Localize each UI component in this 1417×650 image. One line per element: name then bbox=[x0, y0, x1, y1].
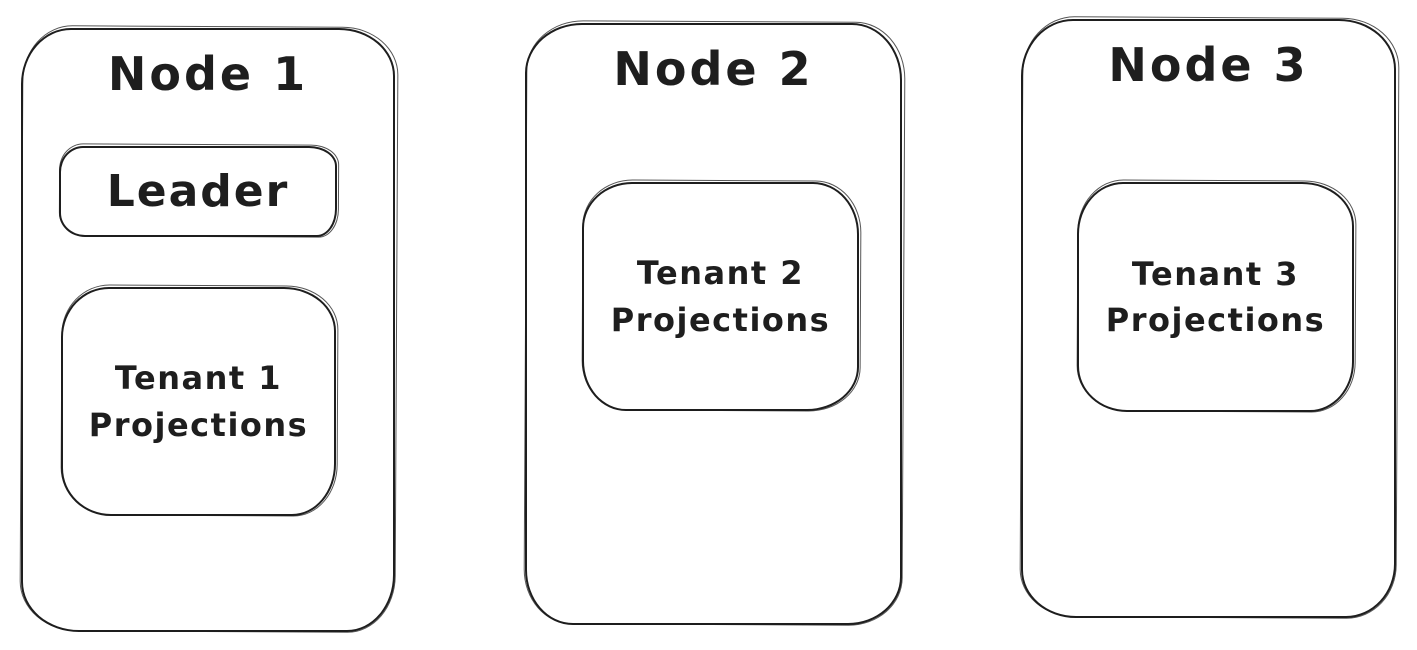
tenant-1-projections-label: Tenant 1 Projections bbox=[88, 359, 309, 444]
tenant-2-projections-label: Tenant 2 Projections bbox=[610, 254, 831, 339]
node-2-box: Node 2 Tenant 2 Projections bbox=[525, 23, 902, 625]
tenant-1-projections-box: Tenant 1 Projections bbox=[61, 287, 336, 516]
leader-label: Leader bbox=[106, 166, 290, 217]
node-3-title: Node 3 bbox=[1108, 38, 1309, 92]
node-2-title: Node 2 bbox=[613, 42, 814, 96]
tenant-2-projections-box: Tenant 2 Projections bbox=[582, 182, 859, 411]
node-3-box: Node 3 Tenant 3 Projections bbox=[1021, 19, 1396, 618]
leader-box: Leader bbox=[59, 146, 337, 237]
tenant-3-projections-label: Tenant 3 Projections bbox=[1105, 254, 1326, 339]
tenant-3-projections-box: Tenant 3 Projections bbox=[1077, 182, 1354, 412]
node-1-title: Node 1 bbox=[107, 47, 309, 101]
node-1-box: Node 1 Leader Tenant 1 Projections bbox=[21, 28, 395, 632]
